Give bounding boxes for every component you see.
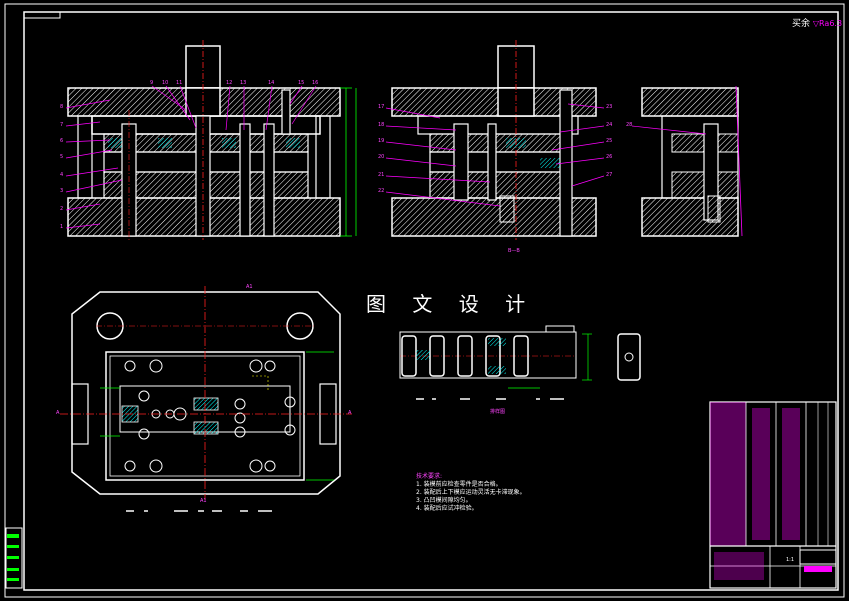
surface-finish-note: 买余 ▽Ra6.3 — [792, 16, 842, 29]
strip-caption: 排样图 — [490, 409, 506, 415]
tech-note-item: 1. 装模前应检查零件是否合格。 — [416, 481, 502, 488]
strip-layout — [399, 325, 641, 389]
section-bb-label: B—B — [508, 248, 520, 254]
plan-view — [60, 286, 352, 500]
part-number: 13 — [240, 80, 247, 86]
part-number: 18 — [378, 122, 385, 128]
roughness-symbol: ▽Ra6.3 — [812, 19, 843, 28]
part-number: 15 — [298, 80, 305, 86]
tech-note-item: 3. 凸凹模间隙均匀。 — [416, 497, 472, 504]
title-block — [709, 401, 837, 589]
part-number: 12 — [226, 80, 233, 86]
part-number: 10 — [162, 80, 169, 86]
section-bb-view — [391, 40, 597, 240]
part-number: 2 — [60, 206, 64, 212]
plan-marker-left: A — [56, 410, 60, 416]
part-number: 27 — [606, 172, 613, 178]
tech-note-item: 2. 装配后上下模应运动灵活无卡滞现象。 — [416, 489, 526, 496]
front-leaders — [65, 85, 317, 229]
part-number: 7 — [60, 122, 64, 128]
part-number: 26 — [606, 154, 613, 160]
part-number: 17 — [378, 104, 385, 110]
part-number: 20 — [378, 154, 385, 160]
part-number: 21 — [378, 172, 385, 178]
part-number: 8 — [60, 104, 64, 110]
part-number: 28 — [626, 122, 633, 128]
part-number: 5 — [60, 154, 64, 160]
part-number: 23 — [606, 104, 613, 110]
technical-requirements: 技术要求: 1. 装模前应检查零件是否合格。 2. 装配后上下模应运动灵活无卡滞… — [416, 473, 526, 513]
part-number: 6 — [60, 138, 64, 144]
part-number: 22 — [378, 188, 385, 194]
part-number: 14 — [268, 80, 275, 86]
section-bb-leaders — [385, 103, 605, 207]
part-number: 25 — [606, 138, 613, 144]
title-block-scale: 1:1 — [786, 557, 795, 563]
left-revision-strip — [5, 527, 23, 589]
part-number: 19 — [378, 138, 385, 144]
side-view — [631, 85, 743, 237]
part-number: 24 — [606, 122, 613, 128]
tech-notes-heading: 技术要求: — [416, 473, 443, 480]
plan-marker-right: A — [348, 410, 352, 416]
tech-note-item: 4. 装配后应试冲检验。 — [416, 505, 478, 512]
part-number: 4 — [60, 172, 64, 178]
drawing-watermark-title: 图 文 设 计 — [366, 292, 536, 316]
part-number: 1 — [60, 224, 64, 230]
part-number: 9 — [150, 80, 154, 86]
part-number: 11 — [176, 80, 183, 86]
plan-marker-top: A1 — [246, 284, 253, 290]
corner-text: 买余 — [792, 19, 811, 29]
part-number: 3 — [60, 188, 64, 194]
front-section-view — [67, 40, 357, 240]
part-number: 16 — [312, 80, 319, 86]
plan-marker-bottom: A1 — [200, 498, 207, 504]
drawing-frame — [4, 3, 845, 598]
